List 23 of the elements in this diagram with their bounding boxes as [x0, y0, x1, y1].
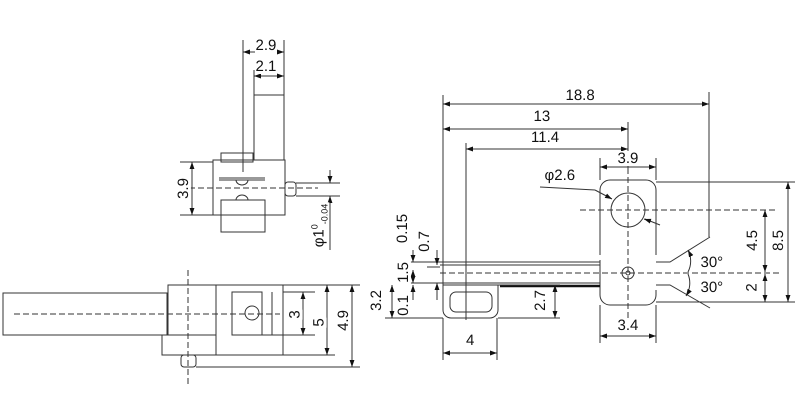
dimension-label: 30° — [700, 254, 724, 270]
dimension-label: 18.8 — [564, 88, 596, 102]
dimension-label: 30° — [700, 280, 724, 294]
dimension-label: 4 — [465, 332, 476, 348]
dimension-label: 2.1 — [254, 58, 278, 74]
dimension-label: 0.15 — [394, 212, 410, 244]
dimension-label: 1.5 — [395, 260, 410, 284]
dimension-label: 3.2 — [368, 288, 384, 312]
dimension-label: 4.9 — [335, 308, 350, 332]
dimension-label: 5 — [312, 316, 327, 328]
dimension-label: 2.7 — [532, 288, 548, 312]
dimension-label: 0.7 — [416, 230, 432, 252]
dimension-label: φ2.6 — [544, 168, 576, 182]
dimension-label: 3.4 — [616, 318, 640, 332]
dimension-label: 0.1 — [395, 294, 410, 316]
dimension-label: 3 — [288, 308, 303, 320]
dimension-label: 11.4 — [530, 130, 560, 144]
dimension-label: 3.9 — [616, 150, 640, 166]
dimension-label: 8.5 — [770, 228, 786, 252]
dimension-label: 3.9 — [175, 176, 190, 200]
dimension-label: 13 — [532, 108, 552, 124]
dimension-label: 4.5 — [744, 228, 760, 252]
dimension-label: 2.9 — [254, 38, 278, 52]
